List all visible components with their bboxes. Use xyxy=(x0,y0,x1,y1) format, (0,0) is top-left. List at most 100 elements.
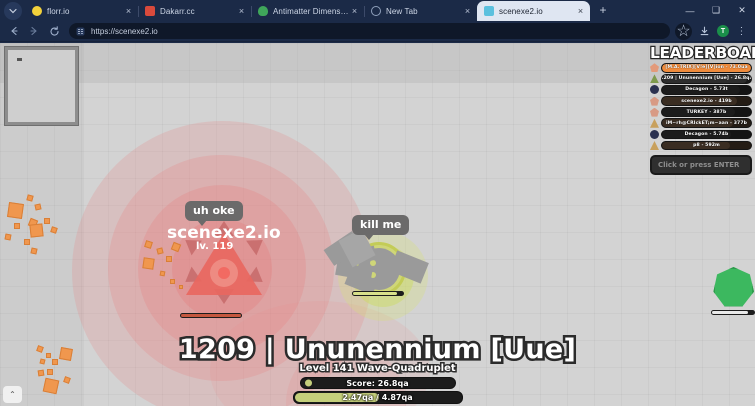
leaderboard-row: p8 - 592m xyxy=(650,140,752,151)
url-text: https://scenexe2.io xyxy=(91,26,158,36)
scroll-to-top-button[interactable]: ⌃ xyxy=(3,386,22,403)
shape-square[interactable] xyxy=(52,359,58,365)
hud-level-label: Level 141 Wave-Quadruplet xyxy=(298,362,457,376)
leaderboard-entry-label: 1209 | Ununennium [Uue] - 26.8qa xyxy=(661,76,752,82)
tab-title: Dakarr.cc xyxy=(160,6,195,16)
leaderboard-score-bar: 1209 | Ununennium [Uue] - 26.8qa xyxy=(661,74,752,84)
tab-title: florr.io xyxy=(47,6,70,16)
shape-square[interactable] xyxy=(159,270,166,277)
bookmark-star-icon[interactable]: ☆ xyxy=(675,22,692,40)
tab-divider xyxy=(364,6,365,17)
shape-square[interactable] xyxy=(24,239,30,245)
leaderboard-score-fill xyxy=(662,108,735,116)
shape-square[interactable] xyxy=(29,223,44,238)
tab-new-tab[interactable]: New Tab × xyxy=(364,1,478,21)
enemy-health-bar xyxy=(352,291,404,296)
tab-close-icon[interactable]: × xyxy=(238,5,245,16)
leaderboard-rank-icon xyxy=(650,140,659,150)
tab-close-icon[interactable]: × xyxy=(464,5,471,16)
back-button[interactable] xyxy=(4,22,24,40)
leaderboard-row: [M.A.TRIX][V!e][V]ion - 73.0ua xyxy=(650,63,752,73)
player-tank[interactable] xyxy=(176,219,272,315)
site-info-icon[interactable] xyxy=(75,26,85,36)
leaderboard-rank-icon xyxy=(650,96,659,106)
shape-square[interactable] xyxy=(14,223,20,229)
health-fill xyxy=(712,311,749,314)
tab-search-button[interactable] xyxy=(4,2,22,20)
leaderboard-entry-label: Decagon - 5.73t xyxy=(685,87,728,93)
tab-divider xyxy=(138,6,139,17)
leaderboard-rank-icon xyxy=(650,129,659,139)
leaderboard-row: 1209 | Ununennium [Uue] - 26.8qa xyxy=(650,74,752,84)
leaderboard-score-fill xyxy=(662,119,734,128)
leaderboard-score-fill xyxy=(662,141,730,150)
tab-divider xyxy=(251,6,252,17)
leaderboard-rank-icon xyxy=(650,118,659,128)
shape-square[interactable] xyxy=(44,218,50,224)
browser-toolbar: https://scenexe2.io ☆ T ⋮ xyxy=(0,21,755,42)
tab-close-icon[interactable]: × xyxy=(577,5,584,16)
leaderboard-score-fill xyxy=(662,86,741,94)
downloads-icon[interactable] xyxy=(695,22,714,40)
leaderboard-entry-label: Decagon - 5.74b xyxy=(684,131,729,137)
leaderboard-rank-icon xyxy=(650,63,659,73)
tab-favicon xyxy=(145,6,155,16)
leaderboard-score-bar: p8 - 592m xyxy=(661,140,752,151)
hud-score-text: Score: 26.8qa xyxy=(346,378,409,388)
player-world-name: scenexe2.io xyxy=(167,223,281,243)
tab-scenexe2-io[interactable]: scenexe2.io × xyxy=(477,1,590,21)
minimize-button[interactable]: — xyxy=(685,5,695,16)
hud-score-bar: Score: 26.8qa xyxy=(299,377,456,389)
shape-health-bar xyxy=(711,310,755,315)
leaderboard-panel: LEADERBOARD [M.A.TRIX][V!e][V]ion - 73.0… xyxy=(649,43,755,176)
tab-strip: florr.io × Dakarr.cc × Antimatter Dimens… xyxy=(0,0,755,21)
shape-square[interactable] xyxy=(30,247,38,255)
game-viewport[interactable]: scenexe2.io lv. 119 uh oke kill me xyxy=(0,43,755,406)
shape-square[interactable] xyxy=(170,279,175,284)
leaderboard-score-bar: iM~rh@CRIckET;m~aan - 377b xyxy=(661,118,752,129)
player-world-name-text: scenexe2.io xyxy=(167,223,281,243)
tab-favicon xyxy=(484,6,494,16)
shape-square[interactable] xyxy=(7,202,24,219)
score-dot-icon xyxy=(304,379,312,387)
reload-button[interactable] xyxy=(44,22,64,40)
forward-button[interactable] xyxy=(24,22,44,40)
leaderboard-score-fill xyxy=(662,64,751,72)
close-window-button[interactable]: ✕ xyxy=(738,5,746,15)
tab-antimatter-dimensions[interactable]: Antimatter Dimensions × xyxy=(251,1,365,21)
leaderboard-row: scenexe2.io - 419b xyxy=(650,96,752,106)
maximize-button[interactable]: ❑ xyxy=(711,5,721,15)
shape-square[interactable] xyxy=(166,256,172,262)
health-fill xyxy=(353,292,397,295)
shape-square[interactable] xyxy=(34,203,42,211)
leaderboard-row: iM~rh@CRIckET;m~aan - 377b xyxy=(650,118,752,129)
shape-square[interactable] xyxy=(142,257,155,270)
tab-dakarr-cc[interactable]: Dakarr.cc × xyxy=(138,1,252,21)
leaderboard-entry-label: p8 - 592m xyxy=(693,142,720,148)
minimap[interactable] xyxy=(4,46,79,126)
leaderboard-title: LEADERBOARD xyxy=(649,43,755,63)
profile-avatar[interactable]: T xyxy=(717,25,729,37)
enemy-eye xyxy=(370,260,376,266)
browser-menu-icon[interactable]: ⋮ xyxy=(736,25,747,37)
new-tab-button[interactable]: + xyxy=(599,3,607,17)
tab-title: scenexe2.io xyxy=(499,6,543,16)
leaderboard-score-bar: Decagon - 5.73t xyxy=(661,85,752,95)
chat-input-placeholder: Click or press ENTER xyxy=(658,161,740,170)
leaderboard-score-fill xyxy=(662,130,732,139)
address-bar[interactable]: https://scenexe2.io xyxy=(69,23,670,39)
shape-square[interactable] xyxy=(4,233,12,241)
tab-title: Antimatter Dimensions xyxy=(273,6,349,16)
leaderboard-rank-icon xyxy=(650,85,659,95)
shape-square[interactable] xyxy=(46,353,51,358)
tab-florr-io[interactable]: florr.io × xyxy=(25,1,139,21)
shape-square[interactable] xyxy=(47,369,53,375)
tab-close-icon[interactable]: × xyxy=(351,5,358,16)
chat-input[interactable]: Click or press ENTER xyxy=(650,155,752,176)
leaderboard-rank-icon xyxy=(650,107,659,117)
leaderboard-rank-icon xyxy=(650,74,659,84)
shape-square[interactable] xyxy=(179,285,183,289)
tab-close-icon[interactable]: × xyxy=(125,5,132,16)
globe-icon xyxy=(371,6,381,16)
